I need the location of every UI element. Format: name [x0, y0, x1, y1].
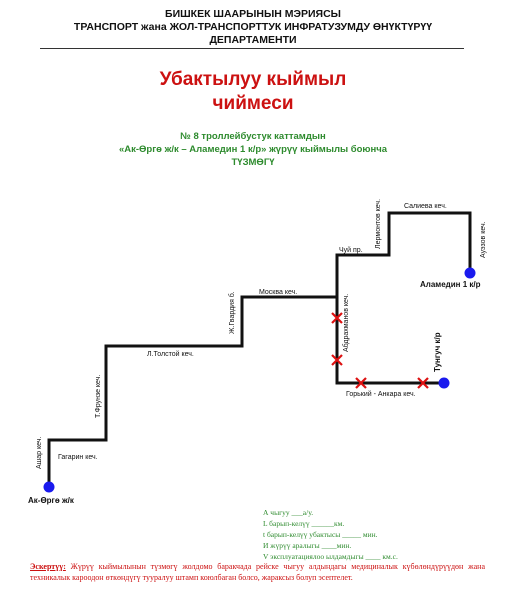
stop-label-alamedin: Аламедин 1 к/р [420, 280, 481, 289]
branch-route-line [335, 297, 444, 385]
stat-vehicles-out: А чыгуу ___а/у. [263, 508, 314, 517]
closure-mark-abdrakhmanov-upper [331, 312, 343, 324]
department-name-cont: ДЕПАРТАМЕНТИ [209, 34, 297, 46]
header-divider [40, 48, 464, 49]
street-label-tolstoy: Л.Толстой кеч. [147, 350, 194, 358]
stat-round-trip-time: t барып-келүү убактысы _____ мин. [263, 530, 378, 539]
stop-label-tunguch: Тунгуч к/р [433, 332, 442, 372]
street-label-ashar: Ашар кеч. [36, 437, 43, 469]
warning-note: Эскертүү: Жүрүү кыймылынын түзмөгү жолдо… [30, 561, 485, 583]
doc-title: Убактылуу кыймыл [159, 69, 347, 90]
route-number: № 8 троллейбустук каттамдын [180, 131, 326, 142]
warning-text: Жүрүү кыймылынын түзмөгү жолдомо баракча… [30, 562, 485, 582]
street-label-frunze: Т.Фрунзе кеч. [95, 375, 102, 418]
street-label-chuy: Чуй пр. [339, 246, 363, 254]
route-endpoints: «Ак-Өргө ж/к – Аламедин 1 к/р» жүрүү кый… [118, 144, 388, 155]
stop-marker-ak-orgo [43, 481, 55, 493]
closure-mark-gorky-west [355, 377, 367, 389]
street-label-moskva: Москва кеч. [259, 289, 297, 296]
stat-round-trip-length: L барып-келүү ______км. [263, 519, 345, 528]
org-name: БИШКЕК ШААРЫНЫН МЭРИЯСЫ [165, 8, 341, 20]
department-name: ТРАНСПОРТ жана ЖОЛ-ТРАНСПОРТТУК ИНФРАТУЗ… [73, 21, 433, 33]
doc-title-cont: чиймеси [212, 93, 294, 114]
stat-interval: И жүрүү аралыгы ____мин. [263, 541, 352, 550]
street-label-gvardia: Ж.Гвардия б. [228, 291, 236, 334]
street-label-auezov: Ауэзов кеч. [480, 221, 487, 258]
stop-marker-alamedin [464, 267, 476, 279]
closure-mark-abdrakhmanov-lower [331, 354, 343, 366]
closure-mark-gorky-east [417, 377, 429, 389]
stat-operating-speed: V эксплуатациялоо ылдамдыгы ____ км.с. [263, 552, 398, 561]
warning-label: Эскертүү: [30, 562, 66, 571]
stop-label-ak-orgo: Ак-Өргө ж/к [28, 496, 75, 505]
street-label-abdrakhmanov: Абдрахманов кеч. [342, 294, 350, 352]
stop-marker-tunguch [438, 377, 450, 389]
street-label-gorky: Горький - Анкара кеч. [346, 390, 416, 398]
main-route-line [47, 211, 472, 484]
street-label-salieva: Салиева кеч. [404, 203, 447, 210]
route-scheme-label: ТҮЗМӨГҮ [231, 157, 275, 168]
street-label-lermontov: Лермонтов кеч. [375, 199, 382, 249]
street-label-gagarin: Гагарин кеч. [58, 454, 98, 461]
